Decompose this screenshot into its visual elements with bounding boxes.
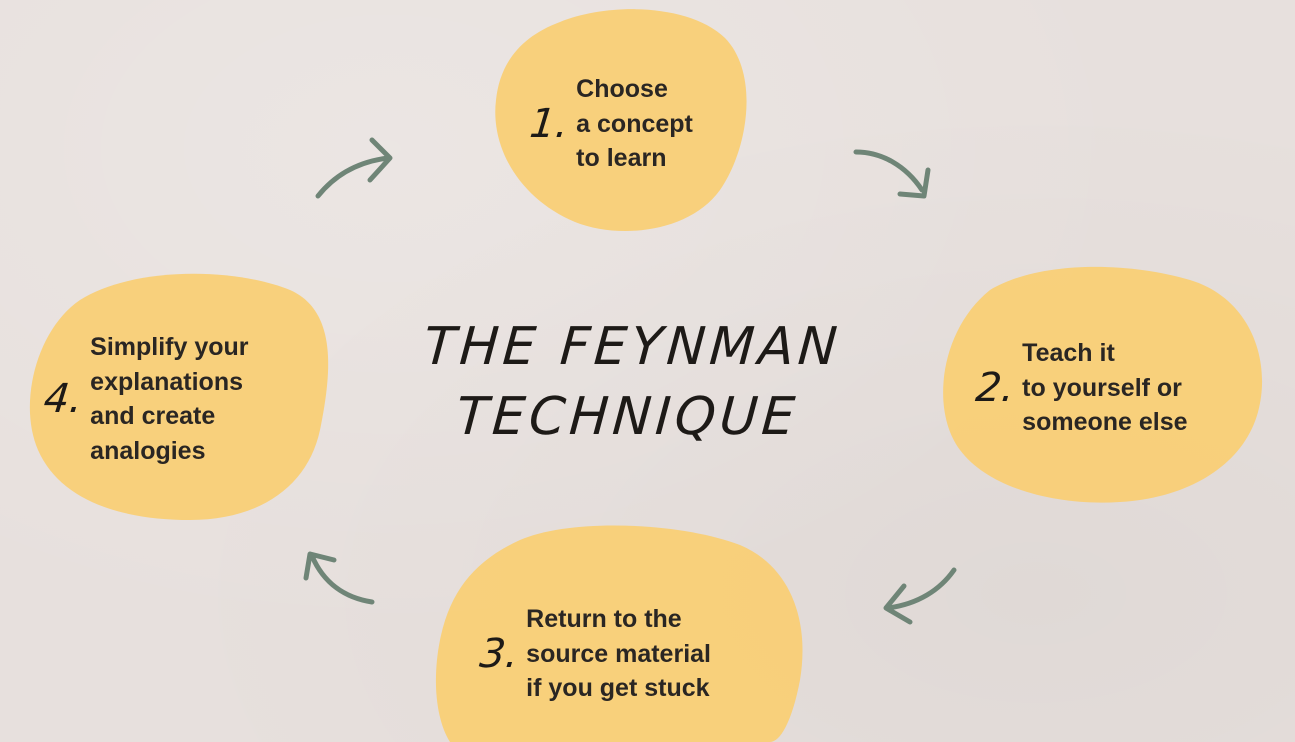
- step-4-line: explanations: [90, 367, 243, 396]
- step-1-text: Choose a concept to learn: [576, 72, 693, 176]
- step-4-text: Simplify your explanations and create an…: [90, 330, 248, 468]
- curved-arrow-icon: [315, 137, 393, 199]
- step-4-line: analogies: [90, 436, 206, 465]
- step-4-line: and create: [90, 402, 216, 430]
- step-4-line: Simplify your: [90, 333, 249, 361]
- step-1: 1. Choose a concept to learn: [527, 72, 693, 176]
- step-1-line: a concept: [576, 109, 693, 138]
- title-line-2: TECHNIQUE: [454, 387, 801, 447]
- step-2-line: to yourself or: [1022, 373, 1182, 402]
- step-1-number: 1.: [527, 100, 571, 147]
- step-3-line: if you get stuck: [526, 674, 710, 702]
- step-2-number: 2.: [973, 364, 1017, 411]
- step-3-line: source material: [526, 639, 711, 668]
- step-4: 4. Simplify your explanations and create…: [41, 330, 249, 468]
- step-2: 2. Teach it to yourself or someone else: [973, 336, 1188, 440]
- curved-arrow-icon: [883, 567, 957, 625]
- step-2-line: Teach it: [1022, 339, 1115, 367]
- step-2-text: Teach it to yourself or someone else: [1022, 336, 1187, 440]
- step-4-number: 4.: [41, 376, 85, 422]
- step-3-text: Return to the source material if you get…: [526, 602, 711, 706]
- step-1-line: Choose: [576, 75, 668, 103]
- curved-arrow-icon: [303, 551, 375, 605]
- step-3-blob: [435, 525, 803, 742]
- step-2-blob: [943, 266, 1263, 503]
- step-4-blob: [29, 273, 329, 520]
- step-2-line: someone else: [1022, 408, 1188, 436]
- step-3-line: Return to the: [526, 605, 682, 633]
- curved-arrow-icon: [853, 149, 931, 199]
- title-line-1: THE FEYNMAN: [421, 317, 844, 377]
- step-1-line: to learn: [576, 144, 667, 172]
- step-3-number: 3.: [477, 630, 521, 677]
- diagram-title: THE FEYNMAN TECHNIQUE: [405, 312, 855, 452]
- step-1-blob: [495, 9, 747, 232]
- step-3: 3. Return to the source material if you …: [477, 602, 711, 706]
